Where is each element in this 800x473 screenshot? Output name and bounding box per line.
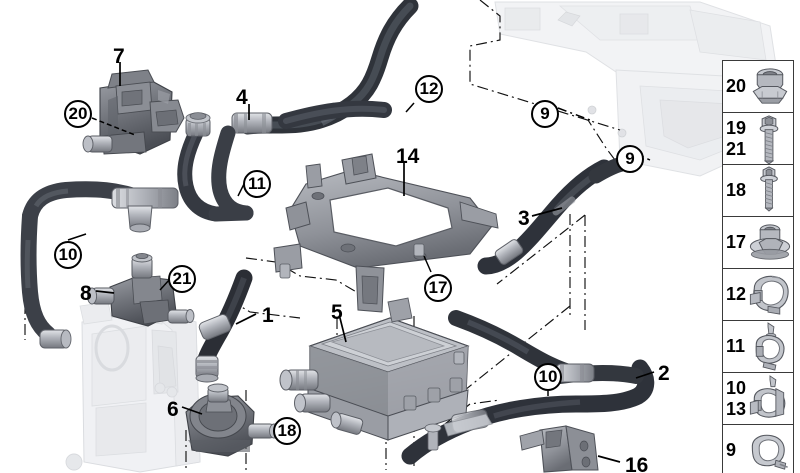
part-3-hose — [477, 159, 613, 275]
hose-clamp-ring-icon — [746, 425, 792, 473]
legend-number: 12 — [726, 284, 747, 305]
circled-callout-9-b: 9 — [616, 145, 644, 173]
circled-callout-18: 18 — [273, 417, 301, 445]
circled-callout-12: 12 — [415, 75, 443, 103]
legend-cell-12: 12 — [723, 269, 793, 321]
hose-part-4 — [231, 100, 392, 134]
part-5-outlet-port — [330, 411, 364, 435]
legend-cell-18: 18 — [723, 165, 793, 217]
hose-clamp-double-icon — [746, 373, 792, 424]
circled-callout-20: 20 — [64, 100, 92, 128]
hex-nut-flange-icon — [746, 61, 792, 112]
part-5-inlet-port-b — [294, 393, 331, 413]
hose-clamp-wide-icon — [746, 269, 792, 320]
part-5-inlet-port-a — [279, 369, 319, 391]
legend-number: 21 — [726, 138, 747, 159]
hex-bolt-short-icon — [746, 165, 792, 216]
part-6-top-connector — [207, 383, 229, 403]
legend-number: 18 — [726, 180, 747, 201]
callout-4: 4 — [236, 86, 248, 109]
circled-callout-11: 11 — [243, 170, 271, 198]
circled-callout-10-b: 10 — [534, 363, 562, 391]
legend-cell-17: 17 — [723, 217, 793, 269]
part-5-electronics-box — [279, 297, 470, 441]
legend-numbers-11: 11 — [726, 321, 752, 372]
part-14-mount-tab-left — [273, 243, 303, 279]
part-3-end-coupler — [494, 239, 524, 265]
legend-numbers-19-21: 19 21 — [726, 113, 752, 164]
hose-connector-left-bottom — [39, 329, 72, 349]
legend-numbers-17: 17 — [726, 217, 752, 268]
legend-panel: 20 19 21 — [722, 60, 794, 473]
part-1-short-hose — [195, 269, 253, 383]
circled-callout-9-a: 9 — [531, 100, 559, 128]
part-18-bolt-detail — [424, 413, 493, 451]
legend-cell-11: 11 — [723, 321, 793, 373]
part-14-fastener-17 — [413, 243, 425, 257]
circled-callout-21: 21 — [168, 265, 196, 293]
circled-callout-10-a: 10 — [54, 241, 82, 269]
callout-2: 2 — [658, 362, 670, 385]
part-8-right-port — [167, 309, 195, 324]
callout-3: 3 — [518, 207, 530, 230]
callout-5: 5 — [331, 301, 343, 324]
hose-11-connector-top — [185, 112, 211, 137]
legend-numbers-20: 20 — [726, 61, 752, 112]
legend-numbers-10-13: 10 13 — [726, 373, 752, 424]
part-2-clamp-coupler-left — [555, 363, 595, 383]
legend-cell-9: 9 — [723, 425, 793, 473]
legend-cell-20: 20 — [723, 61, 793, 113]
part-7-outlet-port — [82, 135, 113, 153]
callout-leader-lines — [95, 62, 655, 463]
part-7-water-valve-module — [82, 69, 185, 155]
legend-numbers-12: 12 — [726, 269, 752, 320]
legend-numbers-18: 18 — [726, 165, 752, 216]
legend-number: 13 — [726, 398, 747, 419]
part-6-water-pump — [185, 383, 279, 457]
legend-number: 10 — [726, 377, 747, 398]
part-14-mounting-bracket — [273, 153, 499, 313]
hex-nut-washer-icon — [746, 217, 792, 268]
junction-tee-fitting — [111, 187, 179, 233]
hex-bolt-long-icon — [746, 113, 792, 164]
legend-number: 11 — [726, 336, 746, 357]
callout-8: 8 — [80, 282, 92, 305]
legend-number: 19 — [726, 117, 747, 138]
callout-14: 14 — [396, 145, 420, 168]
legend-number: 9 — [726, 440, 737, 461]
legend-cell-10-13: 10 13 — [723, 373, 793, 425]
legend-number: 20 — [726, 76, 747, 97]
ghost-compressor-bottom-left — [65, 301, 201, 473]
callout-7: 7 — [113, 45, 125, 68]
callout-6: 6 — [167, 398, 179, 421]
legend-number: 17 — [726, 232, 747, 253]
hose-clamp-pin-icon — [746, 321, 792, 372]
hose-4-metal-coupler — [231, 112, 273, 134]
callout-1: 1 — [262, 304, 274, 327]
circled-callout-17: 17 — [424, 274, 452, 302]
legend-numbers-9: 9 — [726, 425, 752, 473]
part-8-top-connector — [131, 252, 153, 279]
legend-cell-19-21: 19 21 — [723, 113, 793, 165]
hose-junction-top-left — [20, 181, 179, 349]
part-16-bracket — [519, 425, 599, 473]
part-1-elbow-fitting — [195, 314, 232, 383]
callout-16: 16 — [625, 454, 649, 473]
hose-loop-part-11 — [177, 112, 254, 222]
